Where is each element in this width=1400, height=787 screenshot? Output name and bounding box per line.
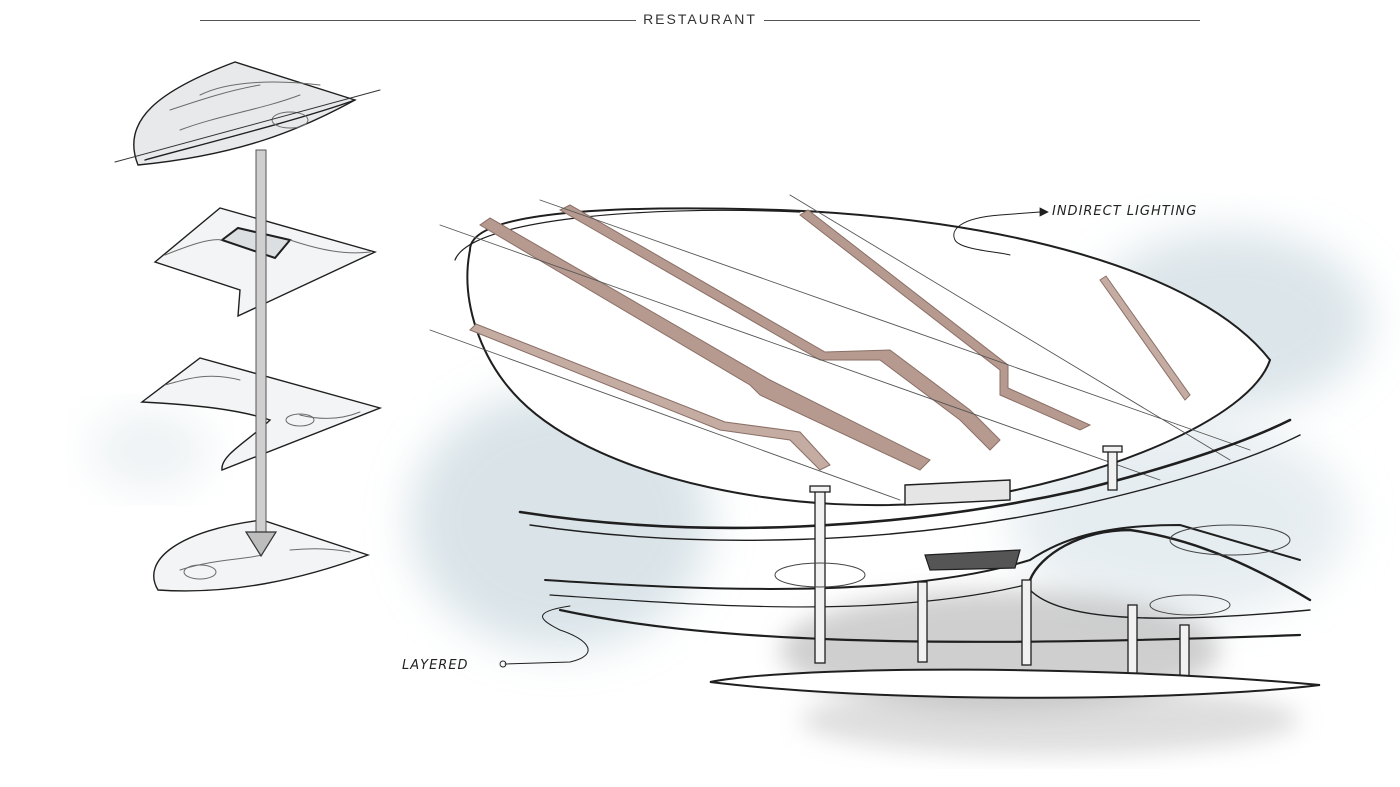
arrow-down-icon — [244, 149, 278, 558]
header-rule-left — [200, 20, 636, 21]
layer-top — [114, 61, 381, 166]
header-rule-right — [764, 20, 1200, 21]
annotation-layered: LAYERED — [402, 658, 469, 673]
page-title: RESTAURANT — [643, 11, 757, 27]
layer-stack-diagram — [114, 61, 383, 592]
columns — [809, 445, 1190, 686]
lighting-strips — [469, 204, 1191, 471]
annotation-indirect-lighting: INDIRECT LIGHTING — [1052, 204, 1198, 219]
ceiling-perspective — [429, 194, 1321, 699]
